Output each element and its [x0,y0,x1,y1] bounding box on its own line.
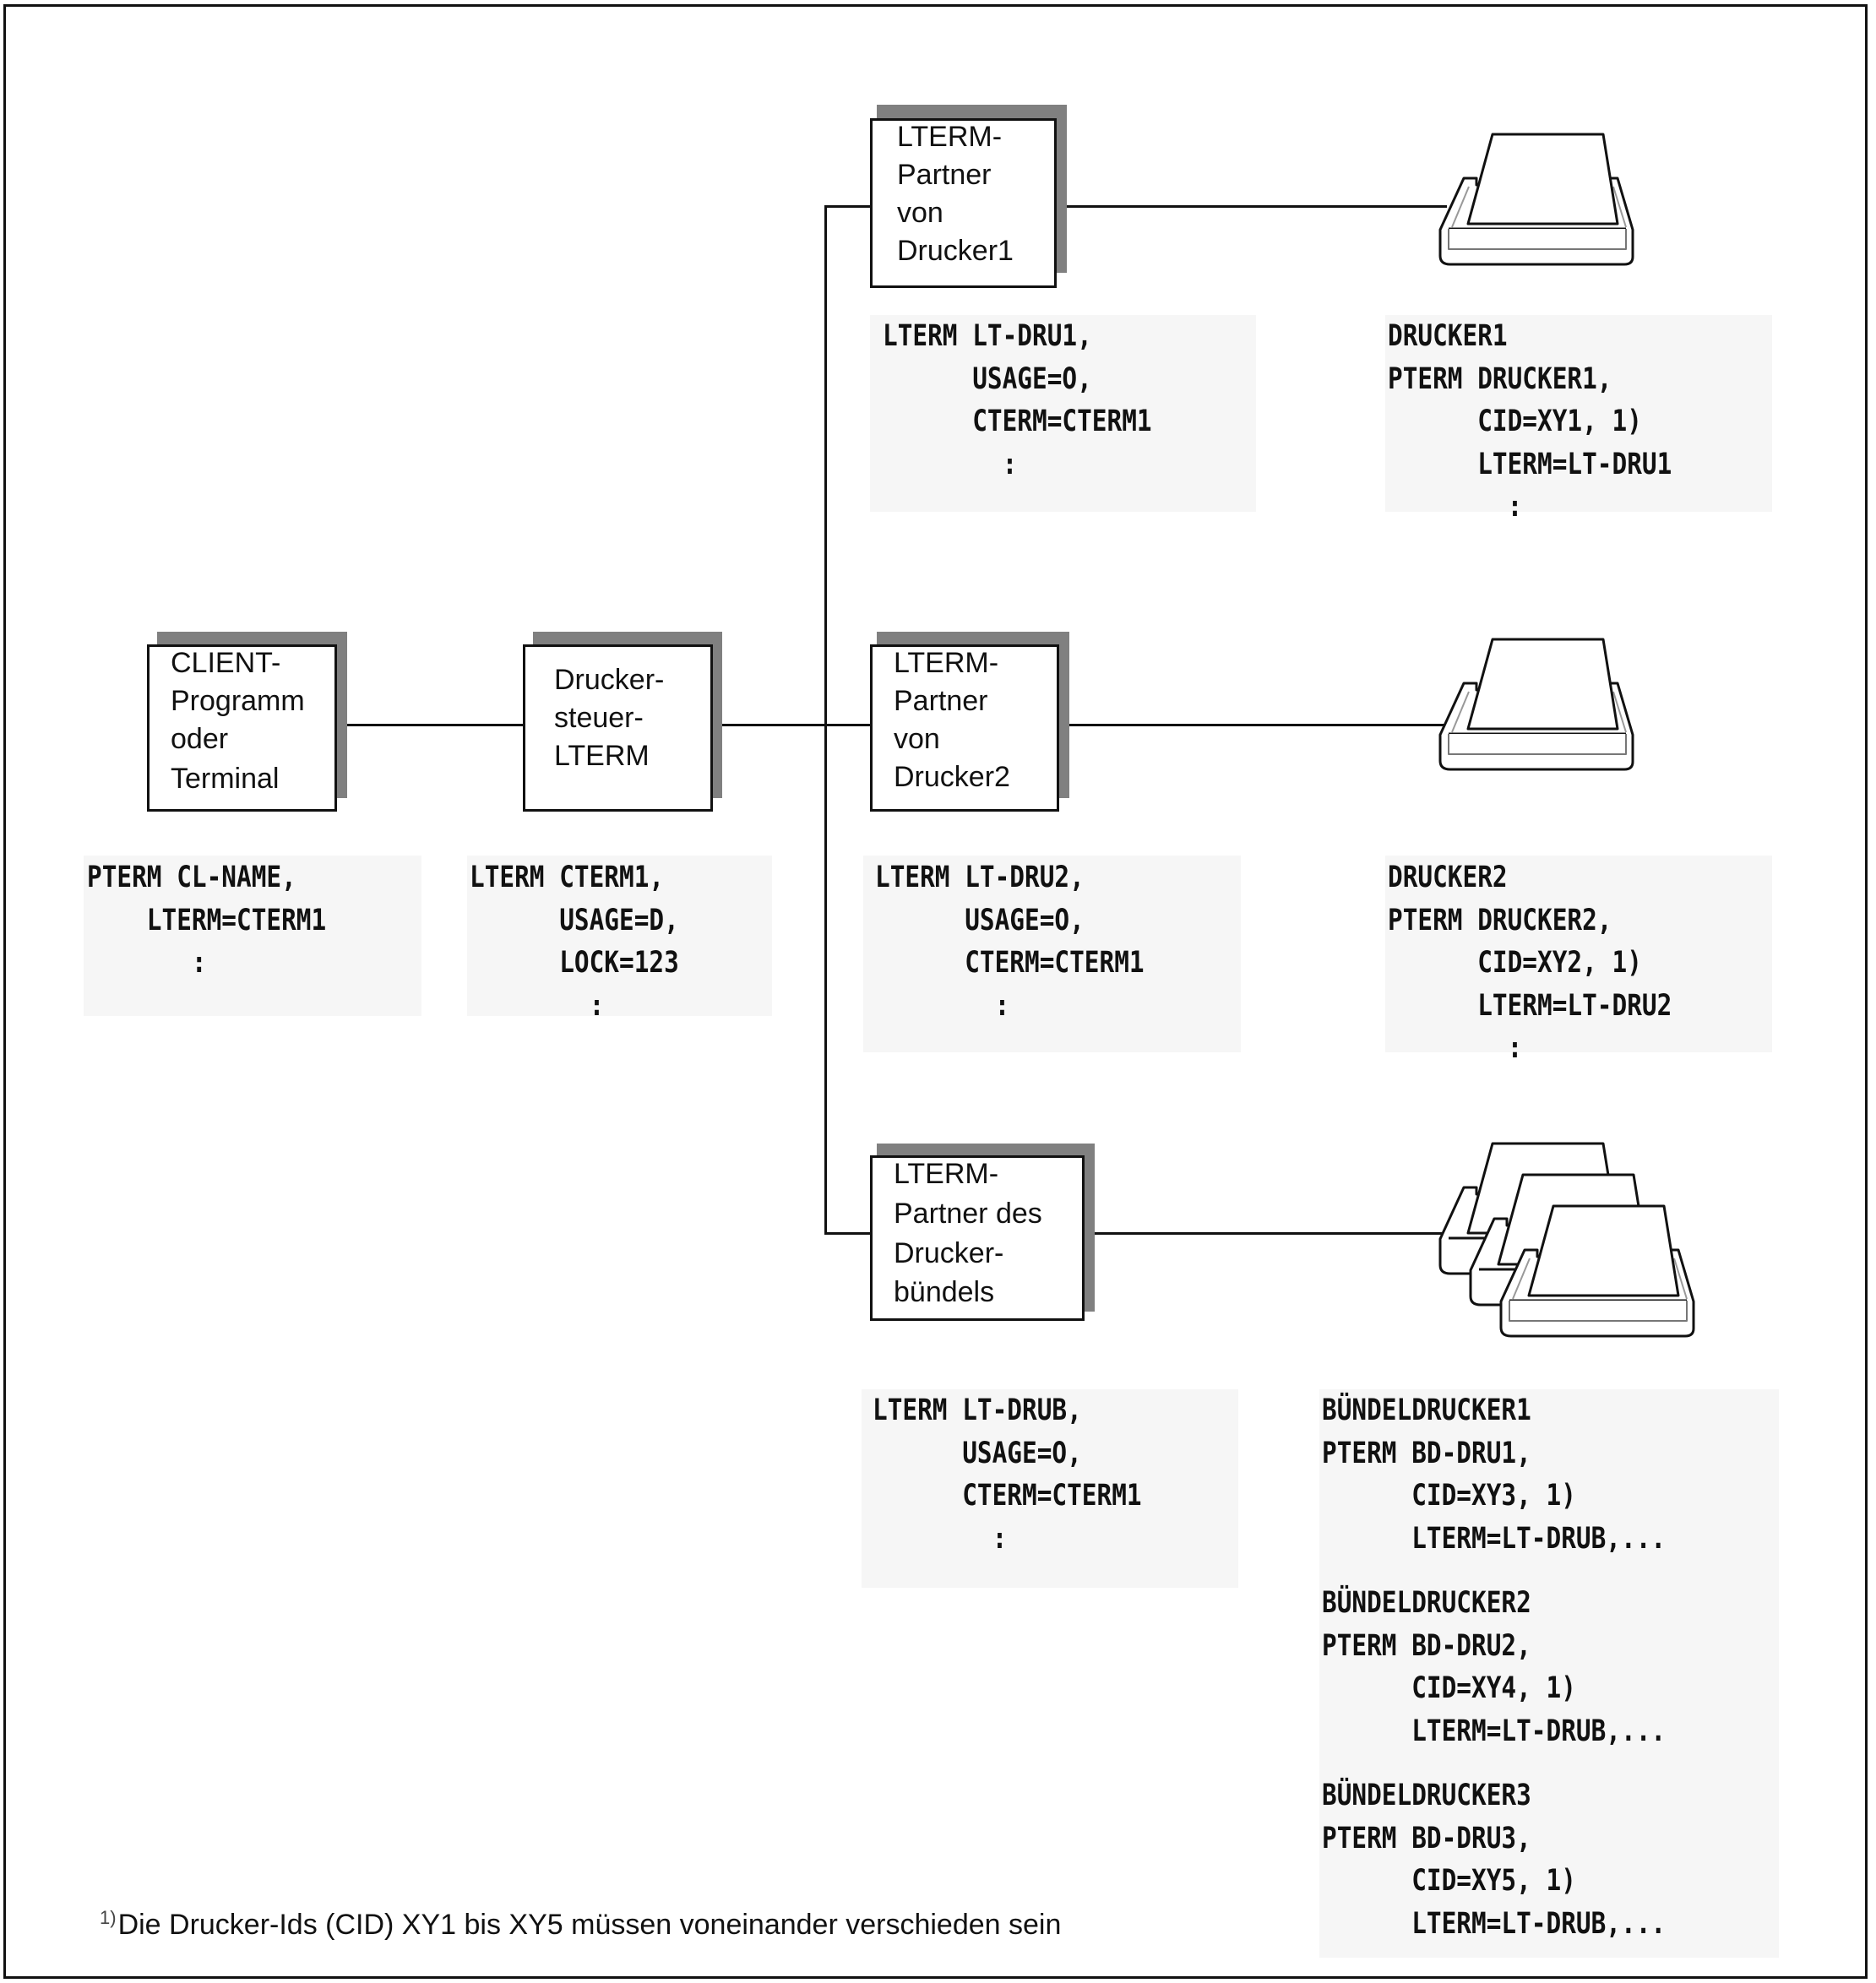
partner1-node-line: LTERM- [897,121,1003,153]
wire-partner2-printer2 [1069,724,1447,726]
partner2-node: LTERM- Partner von Drucker2 [870,644,1059,812]
code-line: LTERM=LT-DRUB,... [1322,1521,1667,1556]
code-line: DRUCKER2 [1388,861,1508,894]
code-line: CID=XY2, 1) [1388,946,1642,980]
code-line: LTERM=LT-DRUB,... [1322,1906,1667,1941]
code-drucker2: DRUCKER2 PTERM DRUCKER2, CID=XY2, 1) LTE… [1385,856,1772,1065]
code-line: CTERM=CTERM1 [883,405,1152,438]
code-line: LTERM CTERM1, [470,861,665,894]
code-line: LTERM LT-DRUB, [873,1394,1082,1427]
steuer-node: Drucker- steuer- LTERM [523,644,713,812]
code-line: LTERM=LT-DRUB,... [1322,1714,1667,1748]
code-partner1: LTERM LT-DRU1, USAGE=O, CTERM=CTERM1 : [870,315,1256,512]
code-line: : [875,988,1010,1023]
code-line: LOCK=123 [470,946,679,980]
footnote-marker: 1) [100,1907,117,1928]
code-steuer: LTERM CTERM1, USAGE=D, LOCK=123 : [467,856,772,1023]
code-line: PTERM BD-DRU1, [1322,1436,1531,1470]
code-line: : [883,447,1018,481]
code-line: : [1388,1031,1523,1065]
client-node-line: Programm [171,685,305,717]
steuer-node-line: Drucker- [554,664,665,696]
code-drucker1: DRUCKER1 PTERM DRUCKER1, CID=XY1, 1) LTE… [1385,315,1772,524]
code-line: : [873,1521,1008,1556]
bundle-node: LTERM- Partner des Drucker- bündels [870,1155,1085,1321]
partner1-node-line: Drucker1 [897,235,1014,267]
code-line: CID=XY5, 1) [1322,1864,1576,1898]
partner2-node-line: Drucker2 [894,761,1010,793]
partner1-node-line: von [897,197,943,229]
code-line: LTERM=LT-DRU2 [1388,988,1672,1023]
code-line: DRUCKER1 [1388,319,1508,353]
partner2-node-line: von [894,723,940,755]
printer-icon-shape [1438,1142,1695,1338]
wire-steuer-bus [722,724,870,726]
printer-icon [1438,133,1634,266]
code-line: LTERM=LT-DRU1 [1388,447,1672,481]
wire-vertical-bus [824,205,827,1235]
wire-bus-partner1 [824,205,870,208]
partner1-node-line: Partner [897,159,992,191]
code-line: : [470,988,605,1023]
wire-bus-bundle [824,1232,870,1235]
code-line: CTERM=CTERM1 [875,946,1145,980]
code-line: PTERM BD-DRU3, [1322,1821,1531,1855]
bundle-node-line: LTERM- [894,1158,999,1190]
printer-icon-shape [1438,133,1634,266]
client-node: CLIENT- Programm oder Terminal [147,644,337,812]
code-line: USAGE=O, [873,1436,1082,1470]
code-line: BÜNDELDRUCKER1 [1322,1394,1531,1427]
code-line: CID=XY1, 1) [1388,405,1642,438]
bundle-node-line: bündels [894,1276,995,1308]
code-line: PTERM DRUCKER1, [1388,361,1612,396]
printer-stack-icon [1438,1142,1695,1338]
code-line: LTERM LT-DRU2, [875,861,1085,894]
code-line: PTERM BD-DRU2, [1322,1628,1531,1663]
code-line: LTERM LT-DRU1, [883,319,1092,353]
partner1-node: LTERM- Partner von Drucker1 [870,118,1057,288]
code-line: PTERM DRUCKER2, [1388,903,1612,937]
code-line: : [1388,490,1523,524]
code-line: USAGE=O, [875,903,1085,937]
code-line: USAGE=D, [470,903,679,937]
steuer-node-line: steuer- [554,702,644,734]
printer-icon-shape [1438,638,1634,771]
bundle-node-line: Partner des [894,1198,1042,1230]
client-node-line: CLIENT- [171,647,281,679]
code-partner2: LTERM LT-DRU2, USAGE=O, CTERM=CTERM1 : [863,856,1241,1052]
footnote-text: Die Drucker-Ids (CID) XY1 bis XY5 müssen… [117,1909,1062,1941]
wire-client-steuer [347,724,523,726]
bundle-node-line: Drucker- [894,1237,1004,1269]
code-line: PTERM CL-NAME, [87,861,296,894]
code-client: PTERM CL-NAME, LTERM=CTERM1 : [84,856,421,1016]
partner2-node-line: LTERM- [894,647,999,679]
footnote: 1)Die Drucker-Ids (CID) XY1 bis XY5 müss… [100,1907,1061,1942]
client-node-line: Terminal [171,763,280,795]
steuer-node-line: LTERM [554,740,650,772]
code-line: LTERM=CTERM1 [87,903,327,937]
code-line: : [87,946,207,980]
code-line: CID=XY4, 1) [1322,1671,1576,1705]
code-line: CTERM=CTERM1 [873,1479,1142,1513]
wire-bundle-printers [1095,1232,1444,1235]
code-bundle: LTERM LT-DRUB, USAGE=O, CTERM=CTERM1 : [862,1389,1238,1588]
partner2-node-line: Partner [894,685,988,717]
code-line: BÜNDELDRUCKER3 [1322,1779,1531,1812]
code-bundle-printers: BÜNDELDRUCKER1 PTERM BD-DRU1, CID=XY3, 1… [1319,1389,1779,1958]
client-node-line: oder [171,723,229,755]
code-line: CID=XY3, 1) [1322,1479,1576,1513]
code-line: USAGE=O, [883,361,1092,396]
code-line: BÜNDELDRUCKER2 [1322,1586,1531,1620]
printer-icon [1438,638,1634,771]
wire-partner1-printer1 [1067,205,1447,208]
